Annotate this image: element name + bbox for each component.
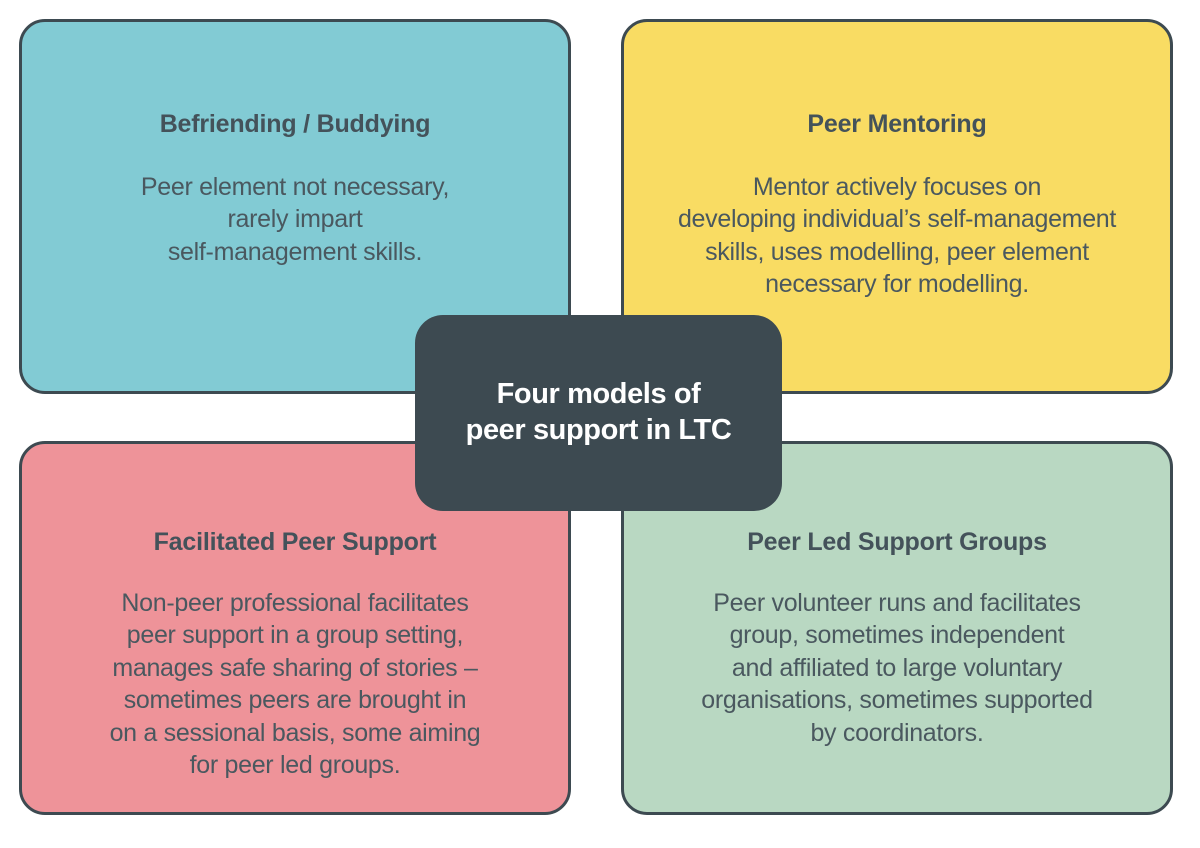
- card-body-peer-led-support-groups: Peer volunteer runs and facilitates grou…: [701, 588, 1093, 747]
- center-badge-label: Four models of peer support in LTC: [465, 378, 732, 446]
- card-title-facilitated-peer-support: Facilitated Peer Support: [153, 528, 437, 556]
- center-badge: Four models of peer support in LTC: [415, 315, 782, 511]
- card-body-facilitated-peer-support: Non-peer professional facilitates peer s…: [109, 588, 481, 780]
- card-body-peer-mentoring: Mentor actively focuses on developing in…: [677, 172, 1117, 299]
- card-title-befriending-buddying: Befriending / Buddying: [159, 110, 431, 138]
- card-body-befriending-buddying: Peer element not necessary, rarely impar…: [140, 172, 450, 266]
- card-befriending-buddying: Befriending / Buddying Peer element not …: [19, 19, 571, 394]
- card-title-peer-mentoring: Peer Mentoring: [807, 110, 987, 138]
- card-title-peer-led-support-groups: Peer Led Support Groups: [747, 528, 1047, 556]
